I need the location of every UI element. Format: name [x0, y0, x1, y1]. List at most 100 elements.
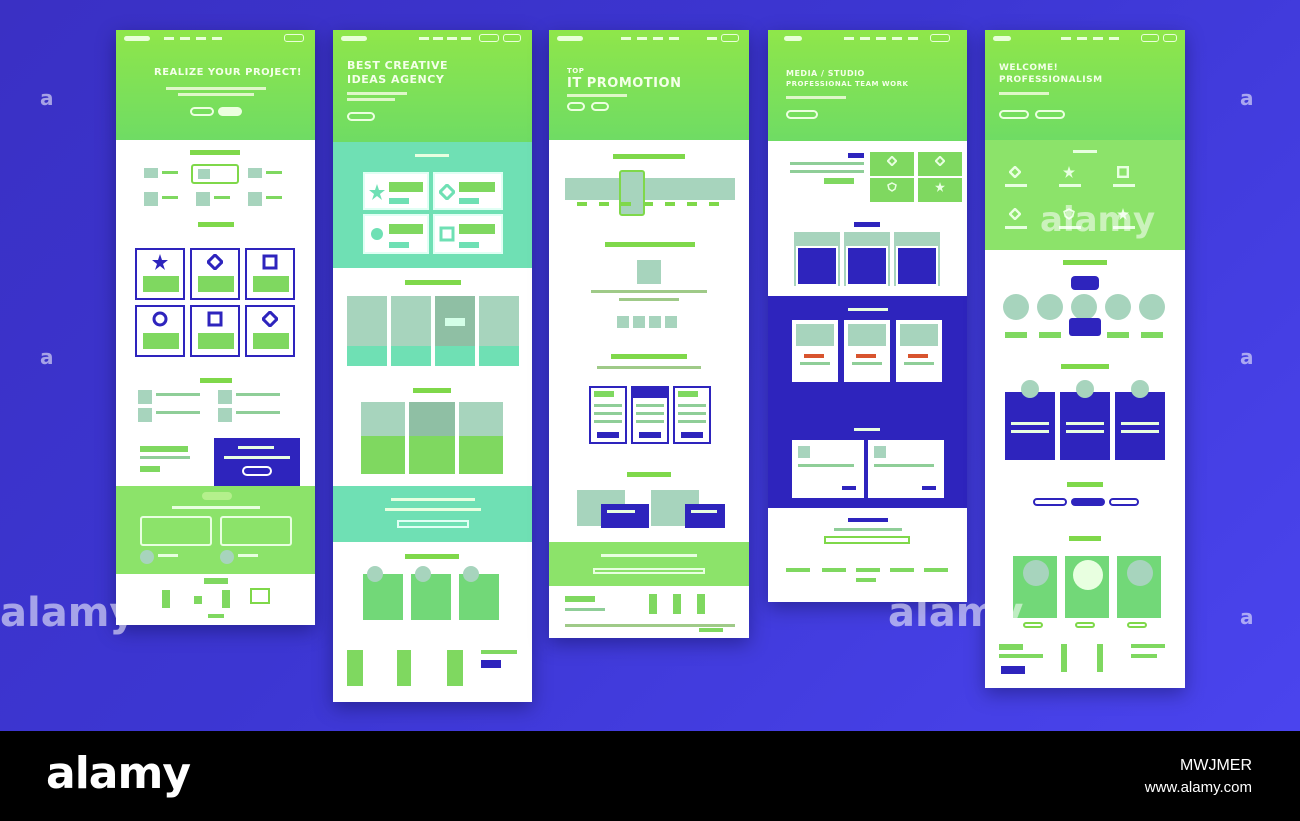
process-step[interactable] — [1037, 294, 1063, 320]
portfolio-item[interactable] — [391, 296, 431, 366]
testimonial-card[interactable] — [868, 440, 944, 498]
nav-button[interactable] — [284, 34, 304, 42]
nav-link[interactable] — [860, 37, 870, 40]
feature-card[interactable] — [433, 172, 503, 210]
nav-link[interactable] — [653, 37, 663, 40]
plan-button[interactable] — [639, 432, 661, 438]
footer-button[interactable] — [250, 588, 270, 604]
social-icons[interactable] — [856, 578, 876, 582]
nav-link[interactable] — [212, 37, 222, 40]
testimonial-card[interactable] — [220, 516, 292, 546]
site-url[interactable]: www.alamy.com — [1144, 779, 1252, 796]
logo[interactable] — [993, 36, 1011, 41]
footer-link[interactable] — [890, 568, 914, 572]
pricing-card[interactable] — [1115, 554, 1163, 620]
social-icons[interactable] — [208, 614, 224, 618]
service-card[interactable] — [190, 248, 240, 300]
nav-link[interactable] — [892, 37, 902, 40]
logo[interactable] — [341, 36, 367, 41]
feature-card[interactable] — [433, 214, 503, 254]
pricing-card[interactable] — [1011, 554, 1059, 620]
feature-tile-selected[interactable] — [191, 164, 239, 184]
testimonial-card[interactable] — [792, 440, 864, 498]
nav-button[interactable] — [721, 34, 739, 42]
intro-button[interactable] — [824, 178, 854, 184]
footer-link[interactable] — [822, 568, 846, 572]
feature-card[interactable] — [363, 214, 429, 254]
social-icons[interactable] — [699, 628, 723, 632]
card-button[interactable] — [389, 242, 409, 248]
footer-link[interactable] — [786, 568, 810, 572]
nav-link[interactable] — [1061, 37, 1071, 40]
news-card[interactable] — [685, 504, 725, 528]
hero-button[interactable] — [347, 112, 375, 121]
feature-tile[interactable] — [144, 168, 158, 178]
team-card[interactable] — [1005, 380, 1055, 460]
service-card[interactable] — [245, 248, 295, 300]
pricing-card-featured[interactable] — [631, 386, 669, 444]
pricing-card-featured[interactable] — [1063, 554, 1111, 620]
feature-card[interactable] — [363, 172, 429, 210]
portfolio-item-active[interactable] — [435, 296, 475, 366]
slider-active-item[interactable] — [619, 170, 645, 216]
blog-thumb[interactable] — [138, 390, 152, 404]
hero-button[interactable] — [190, 107, 214, 116]
service-card[interactable] — [190, 305, 240, 357]
thumb[interactable] — [665, 316, 677, 328]
feature-tile[interactable] — [196, 192, 210, 206]
logo[interactable] — [784, 36, 802, 41]
nav-link[interactable] — [461, 37, 471, 40]
feature-tile[interactable] — [918, 152, 962, 176]
hero-button[interactable] — [1035, 110, 1065, 119]
nav-button[interactable] — [930, 34, 950, 42]
thumb[interactable] — [649, 316, 661, 328]
blog-card[interactable] — [361, 402, 405, 474]
hero-button[interactable] — [218, 107, 242, 116]
nav-link[interactable] — [419, 37, 429, 40]
subscribe-input[interactable] — [593, 568, 705, 574]
blog-thumb[interactable] — [218, 408, 232, 422]
nav-link[interactable] — [621, 37, 631, 40]
portfolio-item[interactable] — [347, 296, 387, 366]
nav-link[interactable] — [707, 37, 717, 40]
nav-link[interactable] — [669, 37, 679, 40]
service-card[interactable] — [794, 232, 840, 286]
thumb[interactable] — [617, 316, 629, 328]
card-button[interactable] — [389, 198, 409, 204]
feature-tile[interactable] — [248, 192, 262, 206]
nav-link[interactable] — [908, 37, 918, 40]
feature-tile[interactable] — [144, 192, 158, 206]
team-card[interactable] — [1060, 380, 1110, 460]
blog-thumb[interactable] — [218, 390, 232, 404]
portfolio-item[interactable] — [479, 296, 519, 366]
nav-link[interactable] — [844, 37, 854, 40]
team-card[interactable] — [409, 566, 453, 622]
hero-button[interactable] — [786, 110, 818, 119]
service-card[interactable] — [844, 232, 890, 286]
blog-card[interactable] — [459, 402, 503, 474]
footer-subscribe-button[interactable] — [481, 660, 501, 668]
service-card[interactable] — [135, 305, 185, 357]
plan-button[interactable] — [1023, 622, 1043, 628]
nav-button[interactable] — [503, 34, 521, 42]
portfolio-card[interactable] — [792, 320, 838, 382]
process-step[interactable] — [1071, 294, 1097, 320]
nav-button[interactable] — [1163, 34, 1177, 42]
nav-link[interactable] — [1077, 37, 1087, 40]
feature-tile[interactable] — [918, 178, 962, 202]
cta-button[interactable] — [140, 466, 160, 472]
plan-button[interactable] — [1075, 622, 1095, 628]
subscribe-button[interactable] — [242, 466, 272, 476]
pricing-card[interactable] — [589, 386, 627, 444]
hero-button[interactable] — [567, 102, 585, 111]
email-input[interactable] — [397, 520, 469, 528]
plan-button[interactable] — [1127, 622, 1147, 628]
filter-tab-active[interactable] — [1071, 498, 1105, 506]
news-card[interactable] — [601, 504, 649, 528]
hero-button[interactable] — [591, 102, 609, 111]
logo[interactable] — [124, 36, 150, 41]
nav-link[interactable] — [447, 37, 457, 40]
feature-tile[interactable] — [870, 152, 914, 176]
pricing-card[interactable] — [673, 386, 711, 444]
service-card[interactable] — [245, 305, 295, 357]
